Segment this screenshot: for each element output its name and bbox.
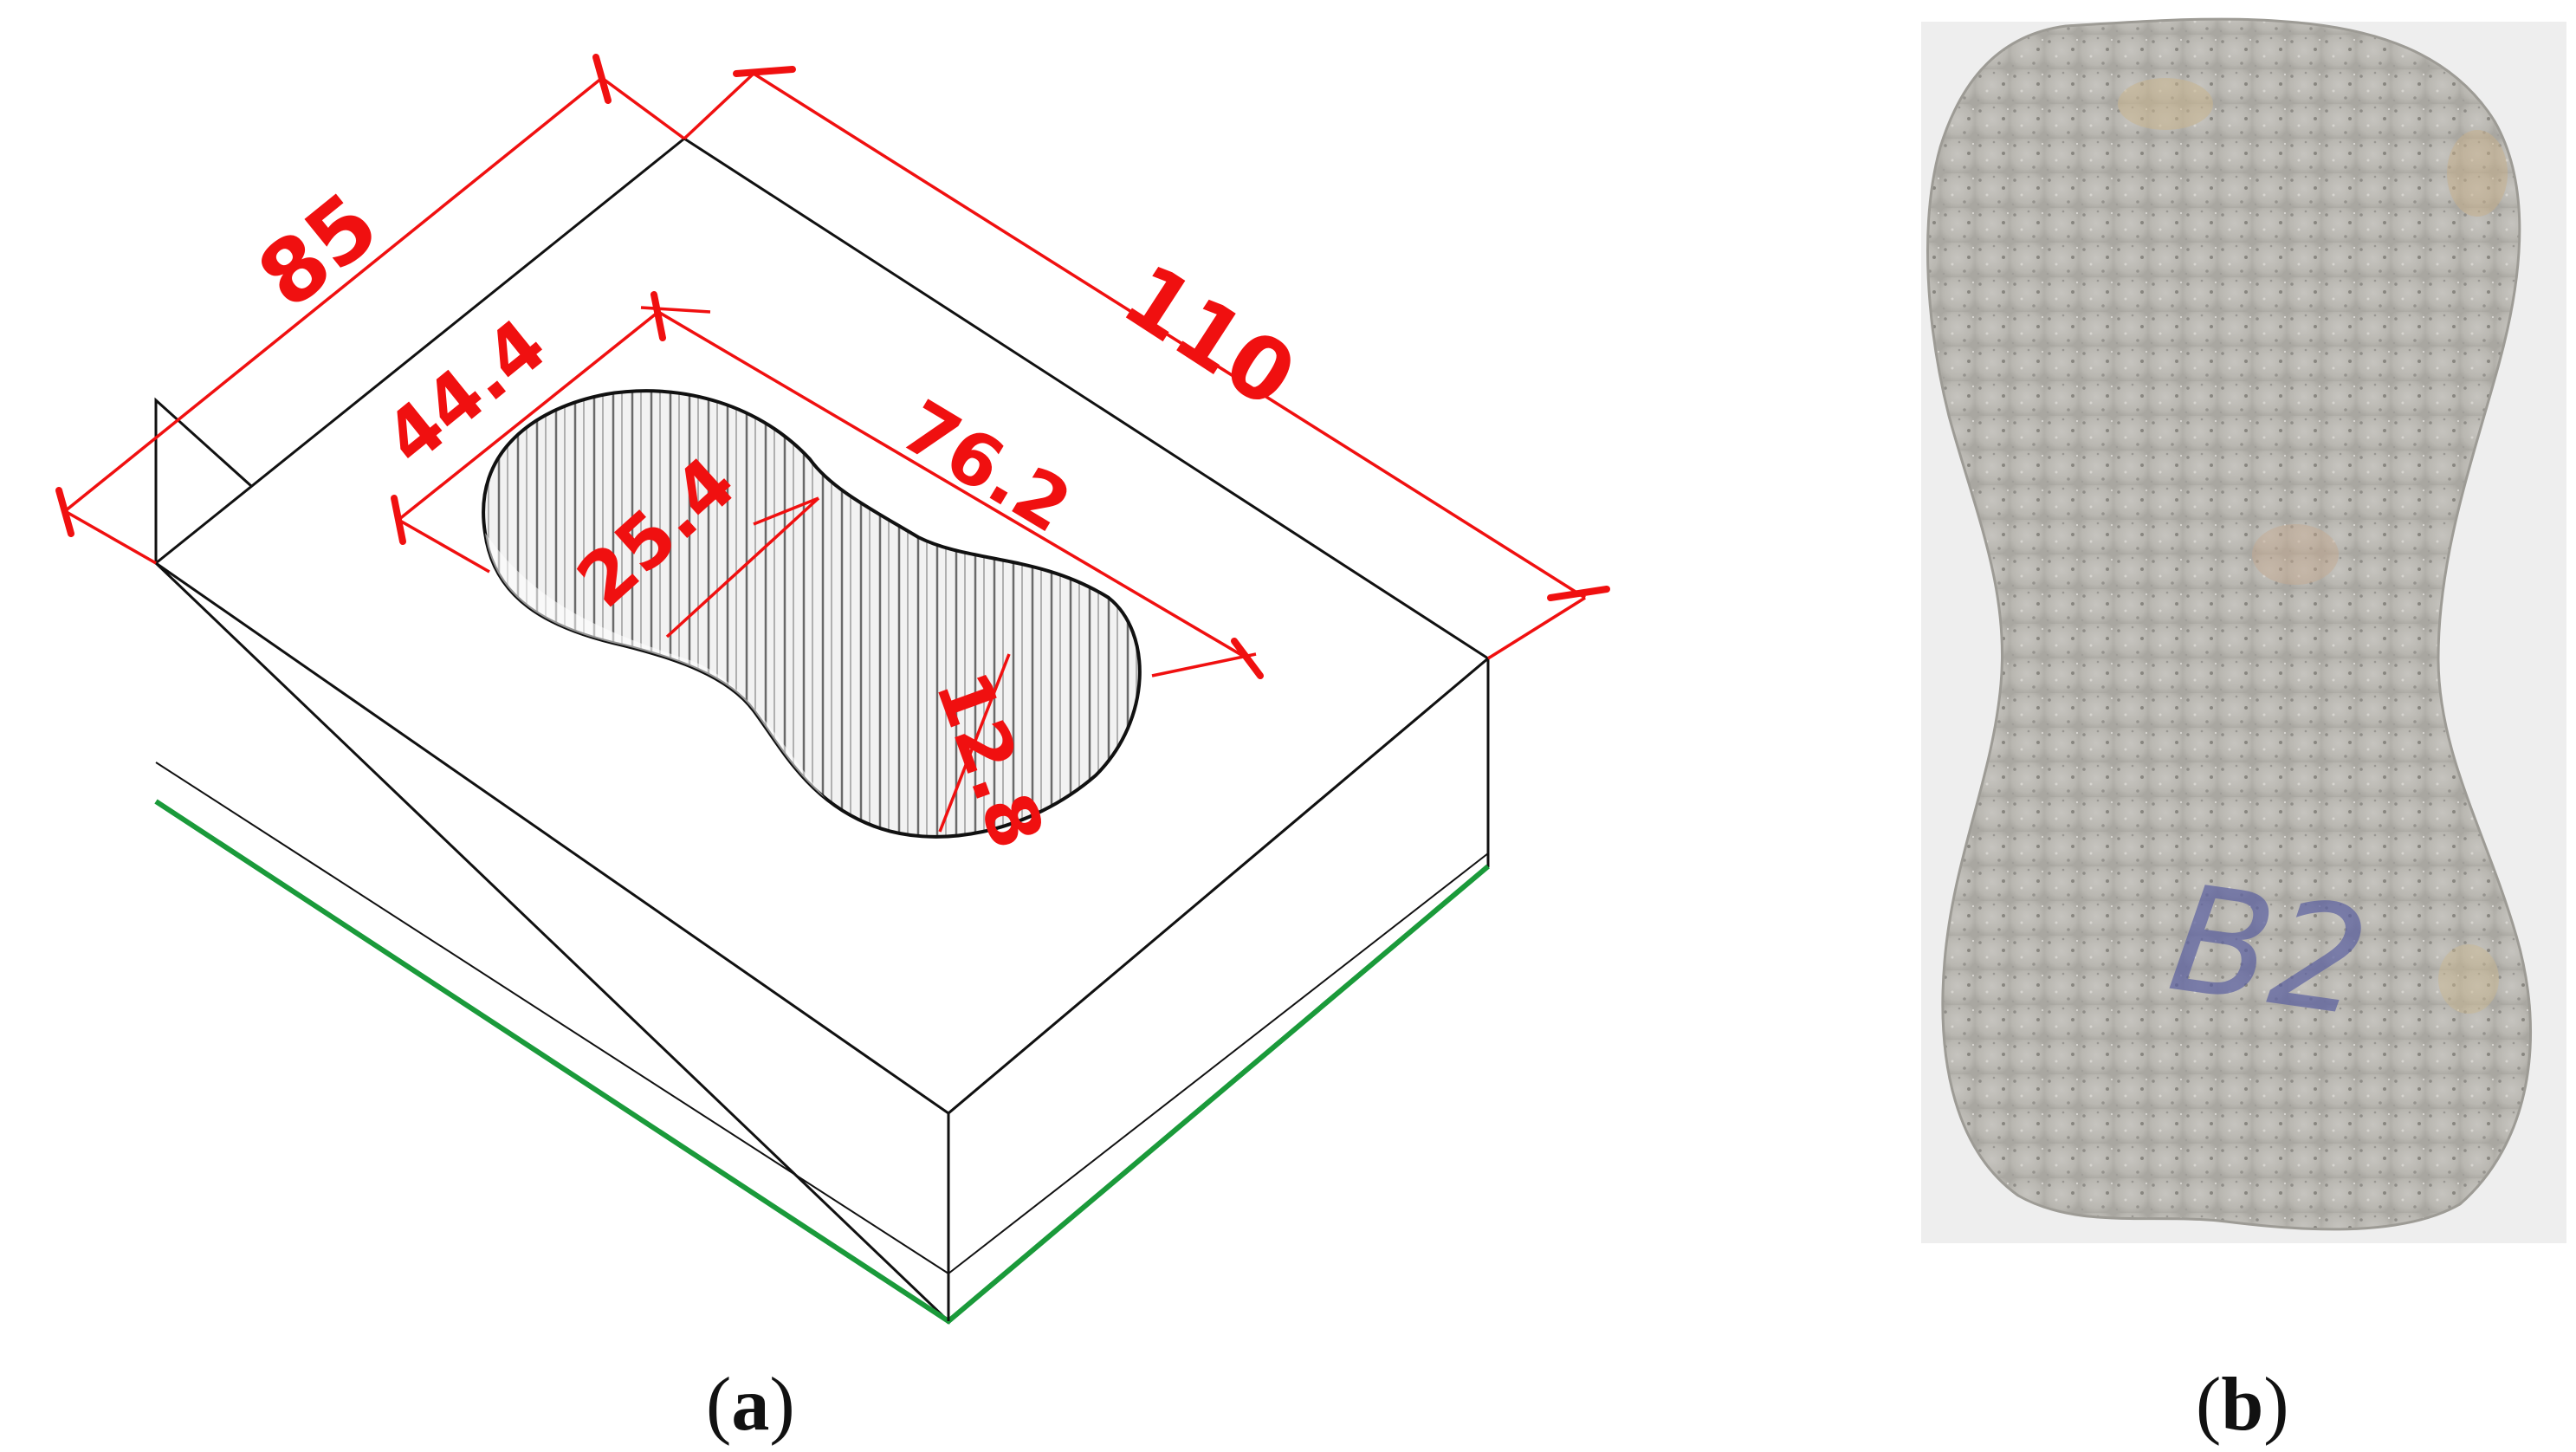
specimen-photo xyxy=(1926,17,2533,1231)
dim-line-76-2 xyxy=(657,310,1248,660)
caption-b: (b) xyxy=(2196,1363,2289,1447)
caption-a: (a) xyxy=(706,1363,795,1447)
seam-left xyxy=(155,762,949,1274)
dim-line-44-4 xyxy=(397,310,660,522)
seam-right xyxy=(948,852,1489,1274)
dimension-lines xyxy=(63,72,1586,833)
dim-label-110: 110 xyxy=(1106,244,1313,428)
dim-line-110 xyxy=(753,72,1586,600)
dim-line-25-4 xyxy=(665,496,820,638)
specimen-mark: B2 xyxy=(2160,853,2377,1050)
dim-line-12-8 xyxy=(938,653,1011,833)
dimension-ticks xyxy=(55,54,1610,679)
dim-label-85: 85 xyxy=(239,173,397,328)
dim-line-85 xyxy=(63,76,604,513)
